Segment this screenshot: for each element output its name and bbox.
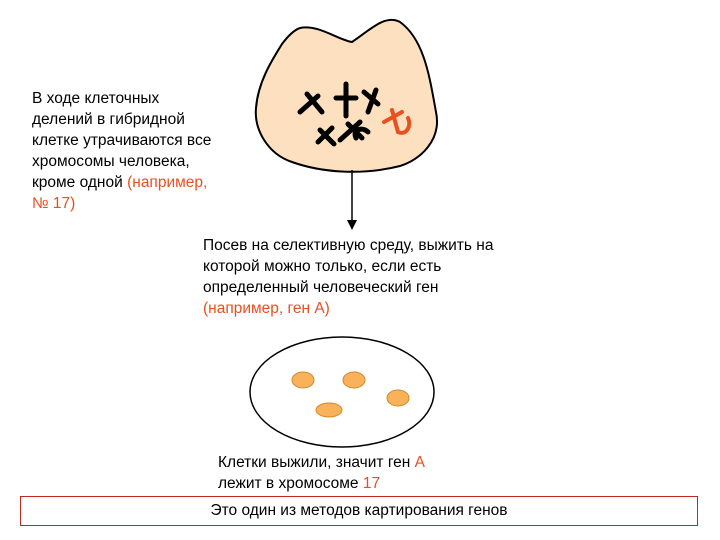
chromosome-label: 17 — [362, 475, 381, 492]
note-text: Клетки выжили, значит ген — [218, 454, 415, 471]
note-line: В ходе клеточных — [32, 90, 160, 107]
note-example-number: № 17) — [32, 195, 76, 212]
selective-medium-note: Посев на селективную среду, выжить на ко… — [203, 235, 563, 319]
result-note: Клетки выжили, значит ген А лежит в хром… — [218, 452, 518, 494]
note-line: хромосомы человека, — [32, 153, 190, 170]
note-line: делений в гибридной — [32, 111, 185, 128]
note-line: которой можно только, если есть — [203, 258, 442, 275]
note-line: кроме одной (например, — [32, 172, 262, 193]
hybrid-cell-note: В ходе клеточных делений в гибридной кле… — [32, 88, 262, 214]
note-text: лежит в хромосоме — [218, 475, 363, 492]
arrow-head — [347, 220, 357, 230]
note-text: кроме одной — [32, 174, 123, 191]
colony — [342, 371, 366, 389]
note-example: (например, ген А) — [203, 300, 330, 317]
note-line: определенный человеческий ген — [203, 279, 439, 296]
conclusion-box: Это один из методов картирования генов — [20, 496, 698, 526]
petri-dish — [249, 336, 435, 448]
chromosomes-black — [297, 81, 381, 147]
note-line: Клетки выжили, значит ген А — [218, 452, 518, 473]
colony — [315, 402, 343, 418]
gene-label: А — [414, 454, 425, 471]
chromosome-17 — [382, 108, 412, 135]
note-line: лежит в хромосоме 17 — [218, 473, 518, 494]
note-line: клетке утрачиваются все — [32, 132, 212, 149]
colony — [291, 371, 315, 389]
note-example: (например, — [127, 174, 208, 191]
note-line: Посев на селективную среду, выжить на — [203, 237, 494, 254]
colony — [386, 389, 410, 407]
